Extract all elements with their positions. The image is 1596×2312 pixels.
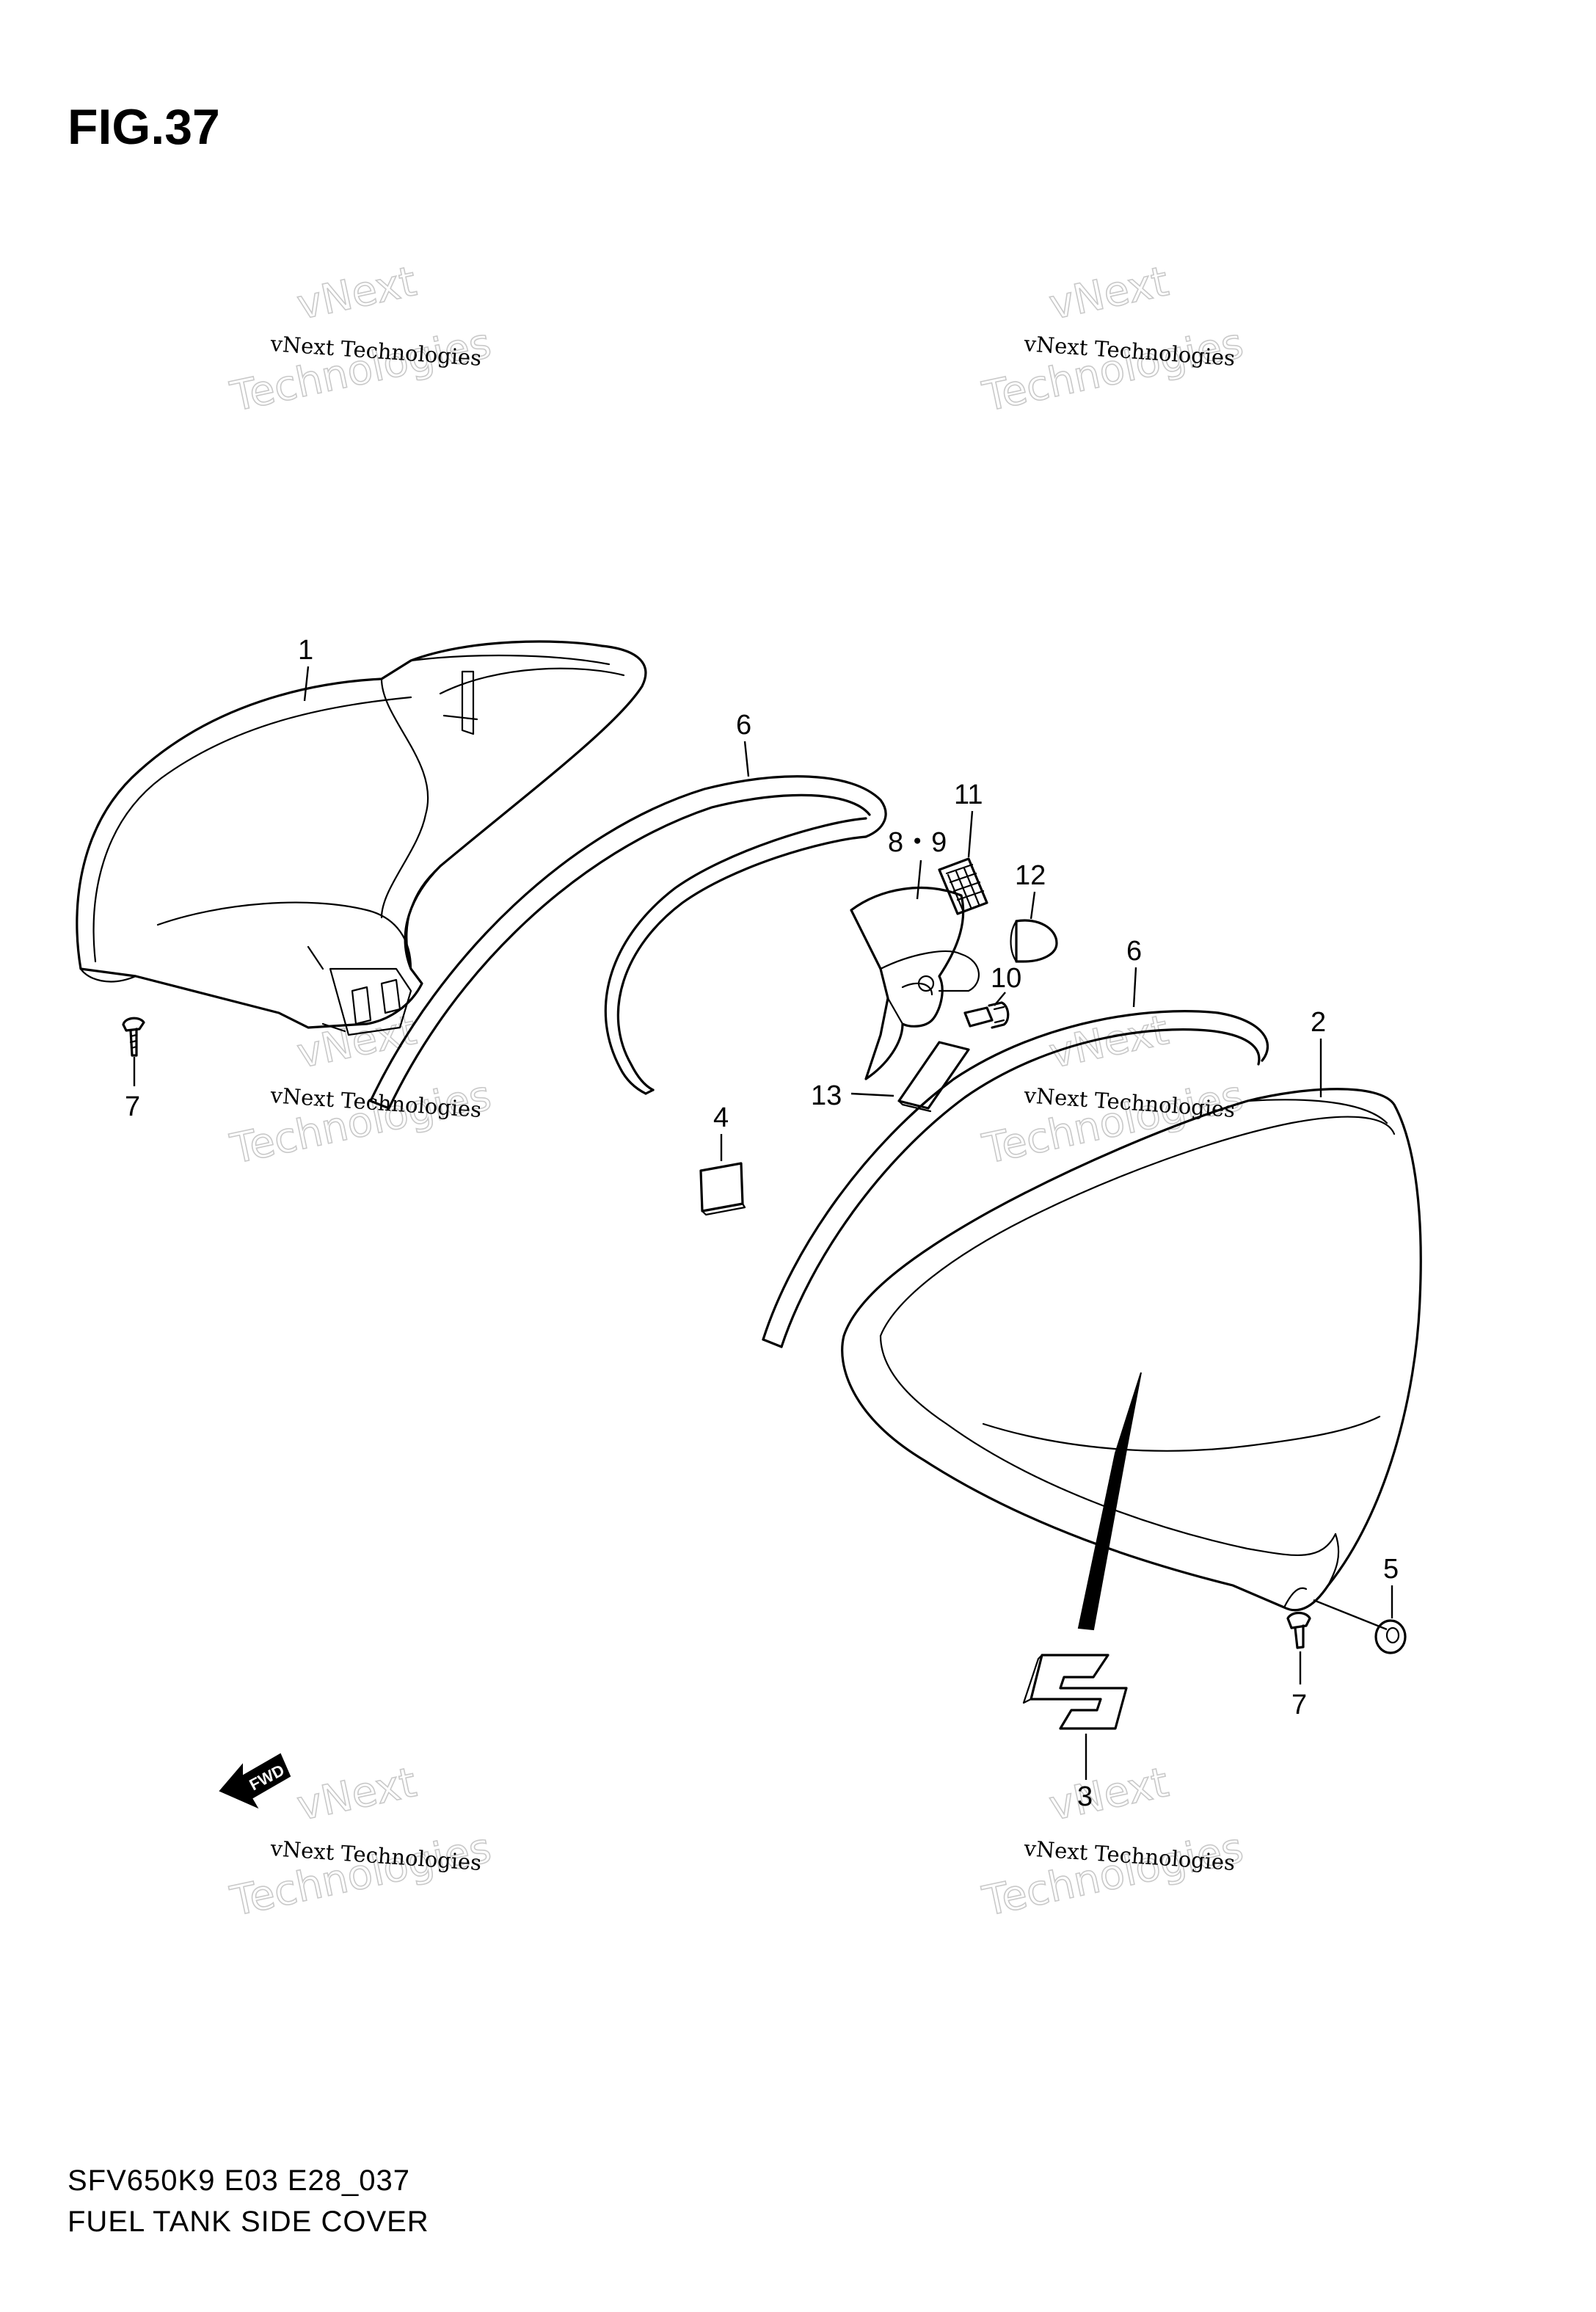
part-5-grommet xyxy=(1374,1619,1407,1654)
part-2-right-side-cover xyxy=(841,1088,1422,1631)
callout-11: 11 xyxy=(954,779,983,810)
watermark-big-line2: Technologies xyxy=(978,1824,1247,1926)
callout-6-right: 6 xyxy=(1126,936,1142,967)
part-12-cap xyxy=(1010,919,1058,963)
leader-lines xyxy=(133,666,1393,1780)
part-8-9-bracket xyxy=(850,887,980,1080)
figure-name: FUEL TANK SIDE COVER xyxy=(68,2206,429,2238)
watermark-top-left: vNext Technologies vNext Technologies xyxy=(226,257,496,421)
watermark-mid-right: vNext Technologies vNext Technologies xyxy=(978,1006,1248,1174)
callout-6-left: 6 xyxy=(736,710,751,741)
callout-8-9: 8・9 xyxy=(888,827,947,858)
callout-3: 3 xyxy=(1077,1781,1093,1812)
part-13-pad xyxy=(897,1041,970,1113)
part-6-trim-strip-left xyxy=(369,775,887,1110)
part-7-screw-right xyxy=(1286,1611,1311,1649)
watermark-big-line2: Technologies xyxy=(978,319,1247,421)
watermark-bottom-right: vNext Technologies vNext Technologies xyxy=(978,1758,1248,1926)
figure-title: FIG.37 xyxy=(68,99,220,155)
part-3-emblem xyxy=(1022,1654,1128,1730)
watermark-top-right: vNext Technologies vNext Technologies xyxy=(978,257,1248,421)
part-10-bolt xyxy=(963,1001,1010,1029)
watermark-big-line1: vNext xyxy=(293,1759,420,1831)
watermark-big-line2: Technologies xyxy=(226,319,495,421)
watermark-mid-left: vNext Technologies vNext Technologies xyxy=(226,1006,496,1174)
part-6-trim-strip-right xyxy=(762,1010,1269,1348)
callout-7-left: 7 xyxy=(125,1091,140,1122)
part-11-mesh-label xyxy=(938,857,988,915)
part-4-plate xyxy=(699,1162,746,1216)
watermark-big-line1: vNext xyxy=(1045,258,1173,330)
callout-10: 10 xyxy=(991,963,1021,994)
watermark-big-line1: vNext xyxy=(1045,1759,1173,1831)
callout-1: 1 xyxy=(298,635,313,666)
watermark-big-line2: Technologies xyxy=(226,1824,495,1926)
watermark-big-line2: Technologies xyxy=(226,1072,495,1174)
callout-7-right: 7 xyxy=(1291,1690,1307,1720)
figure-code: SFV650K9 E03 E28_037 xyxy=(68,2164,410,2197)
part-7-screw-left xyxy=(122,1017,145,1057)
part-1-left-side-cover xyxy=(76,640,647,1036)
callouts: 1 2 3 4 5 6 6 7 7 8・9 10 11 12 13 xyxy=(125,635,1399,1812)
watermark-big-line2: Technologies xyxy=(978,1072,1247,1174)
callout-12: 12 xyxy=(1015,860,1046,891)
fwd-arrow-icon: FWD xyxy=(219,1753,291,1809)
callout-5: 5 xyxy=(1383,1554,1399,1585)
callout-2: 2 xyxy=(1311,1007,1326,1038)
callout-13: 13 xyxy=(811,1080,842,1111)
callout-4: 4 xyxy=(713,1102,729,1133)
watermark-big-line1: vNext xyxy=(293,258,420,330)
